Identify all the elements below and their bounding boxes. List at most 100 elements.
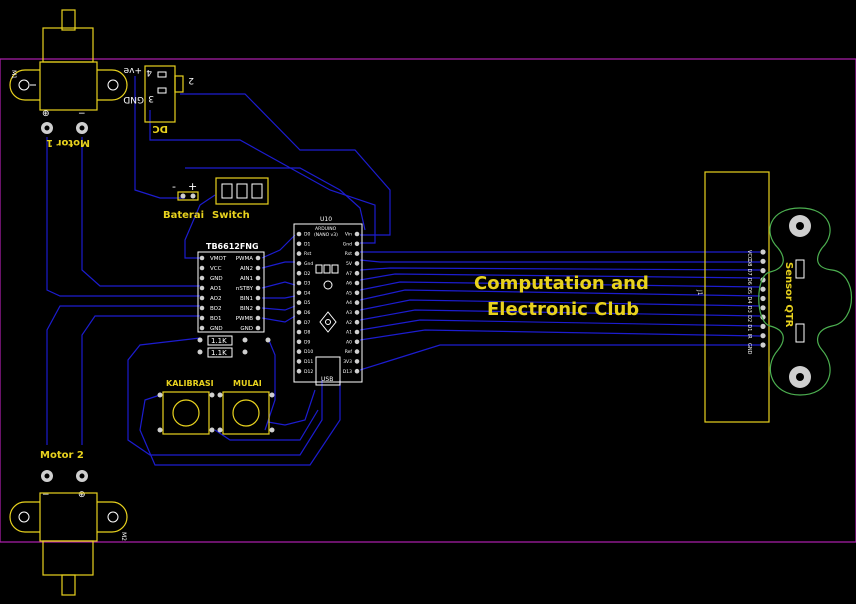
arduino-right-pin-label: A6 bbox=[346, 281, 352, 287]
driver-right-pin-pad bbox=[255, 315, 261, 321]
dc-vplus: +ve bbox=[123, 65, 142, 75]
driver-left-pin-pad bbox=[199, 265, 205, 271]
arduino-left-pin-pad bbox=[296, 280, 302, 286]
arduino-right-pin-pad bbox=[354, 241, 360, 247]
arduino-left-pin-label: D9 bbox=[304, 339, 310, 345]
arduino-left-pin-label: Gnd bbox=[304, 261, 313, 267]
arduino-right-pin-pad bbox=[354, 329, 360, 335]
dc-pin-2: 2 bbox=[188, 75, 194, 85]
sensor-pin-pad bbox=[760, 333, 766, 339]
sensor-pin-label: D2 bbox=[746, 315, 752, 322]
arduino-left-pin-pad bbox=[296, 261, 302, 266]
arduino-left-pin-pad bbox=[296, 270, 302, 276]
driver-left-pin-label: GND bbox=[210, 326, 223, 332]
driver-right-pin-pad bbox=[255, 275, 261, 281]
button-kalibrasi: KALIBRASI bbox=[157, 379, 215, 435]
svg-text:⊕: ⊕ bbox=[42, 109, 50, 119]
arduino-left-pin-label: D3 bbox=[304, 281, 310, 287]
motor-1-label: Motor 1 bbox=[46, 137, 90, 148]
driver-left-pin-pad bbox=[199, 315, 205, 321]
driver-left-pin-pad bbox=[199, 255, 205, 261]
arduino-left-pin-label: D7 bbox=[304, 320, 310, 326]
driver-left-pin-pad bbox=[199, 275, 205, 281]
driver-left-pin-label: BO1 bbox=[210, 316, 222, 322]
resistors: 1.1K 1.1K bbox=[197, 335, 271, 358]
arduino-right-pin-label: D13 bbox=[343, 369, 352, 375]
arduino-right-pin-label: A3 bbox=[346, 310, 352, 316]
driver-right-pin-label: BIN1 bbox=[240, 296, 253, 302]
driver-left-pin-label: VCC bbox=[210, 266, 222, 272]
arduino-right-pin-pad bbox=[354, 300, 360, 305]
sensor-pin-label: GND bbox=[746, 343, 752, 355]
driver-left-pin-label: VMOT bbox=[210, 256, 227, 262]
arduino-usb-label: USB bbox=[321, 376, 333, 383]
driver-right-pin-pad bbox=[255, 285, 261, 291]
driver-left-pin-label: AO2 bbox=[210, 296, 222, 302]
driver-left-pin-pad bbox=[199, 295, 205, 301]
arduino-left-pin-pad bbox=[296, 300, 302, 305]
arduino-left-pin-pad bbox=[296, 290, 302, 296]
arduino-ref: U10 bbox=[320, 216, 332, 223]
dc-jack: 4 2 3 +ve GND DC bbox=[123, 65, 194, 134]
power-switch: Switch bbox=[212, 177, 269, 221]
arduino-right-pin-pad bbox=[354, 339, 360, 345]
motor-2: − ⊕ Motor 2 M2 bbox=[9, 450, 128, 596]
sensor-pin-pad bbox=[760, 249, 766, 255]
arduino-left-pin-label: D5 bbox=[304, 300, 310, 306]
arduino-right-pin-label: A1 bbox=[346, 330, 352, 336]
sensor-pin-label: D7 bbox=[746, 269, 752, 276]
driver-right-pin-label: GND bbox=[240, 326, 253, 332]
motor-2-label: Motor 2 bbox=[40, 450, 84, 461]
resistor-2-value: 1.1K bbox=[211, 349, 227, 357]
sensor-label: Sensor QTR bbox=[783, 262, 794, 328]
arduino-left-pin-label: D6 bbox=[304, 310, 310, 316]
arduino-right-pin-pad bbox=[354, 290, 360, 296]
sensor-pin-pad bbox=[760, 342, 766, 348]
arduino-left-pin-label: D12 bbox=[304, 369, 313, 375]
driver-right-pin-pad bbox=[255, 255, 261, 261]
arduino-right-pin-pad bbox=[354, 310, 360, 315]
arduino-left-pin-pad bbox=[296, 319, 302, 325]
driver-right-pin-label: AIN1 bbox=[240, 276, 253, 282]
sensor-pin-label: D5 bbox=[746, 287, 752, 294]
svg-text:⊕: ⊕ bbox=[78, 490, 86, 500]
driver-left-pin-label: GND bbox=[210, 276, 223, 282]
battery-minus: - bbox=[172, 180, 176, 193]
sensor-pin-label: IR bbox=[746, 334, 752, 339]
driver-right-pin-pad bbox=[255, 295, 261, 301]
driver-right-pin-label: BIN2 bbox=[240, 306, 253, 312]
arduino-left-pin-pad bbox=[296, 359, 302, 364]
driver-left-pin-pad bbox=[199, 305, 205, 311]
sensor-pin-pad bbox=[760, 323, 766, 329]
arduino-right-pin-pad bbox=[354, 251, 360, 256]
arduino-left-pin-label: D4 bbox=[304, 290, 310, 296]
arduino-right-pin-label: Rst bbox=[345, 251, 352, 257]
driver-right-pin-pad bbox=[255, 305, 261, 311]
arduino-right-pin-pad bbox=[354, 349, 360, 354]
battery-connector: - + Baterai bbox=[163, 180, 204, 221]
arduino-right-pin-pad bbox=[354, 231, 360, 237]
board-outline bbox=[0, 58, 856, 543]
driver-left-pin-pad bbox=[199, 285, 205, 291]
arduino-left-pin-pad bbox=[296, 329, 302, 335]
arduino-right-pin-label: A7 bbox=[346, 271, 352, 277]
arduino-right-pin-label: 5V bbox=[346, 261, 353, 267]
driver-right-pin-label: PWMB bbox=[236, 316, 254, 322]
sensor-header-ref: J1 bbox=[696, 289, 703, 296]
driver-right-pin-pad bbox=[255, 325, 261, 331]
svg-text:−: − bbox=[78, 109, 86, 119]
driver-right-pin-label: nSTBY bbox=[236, 286, 254, 292]
sensor-pin-label: D4 bbox=[746, 297, 752, 304]
arduino-left-pin-pad bbox=[296, 251, 302, 256]
arduino-left-pin-label: D0 bbox=[304, 232, 310, 238]
arduino-left-pin-label: Rst bbox=[304, 251, 311, 257]
qtr-sensor: Sensor QTR bbox=[758, 207, 852, 396]
arduino-right-pin-pad bbox=[354, 280, 360, 286]
resistor-1-value: 1.1K bbox=[211, 337, 227, 345]
sensor-pin-pad bbox=[760, 305, 766, 311]
arduino-right-pin-pad bbox=[354, 319, 360, 325]
svg-text:−: − bbox=[42, 490, 50, 500]
